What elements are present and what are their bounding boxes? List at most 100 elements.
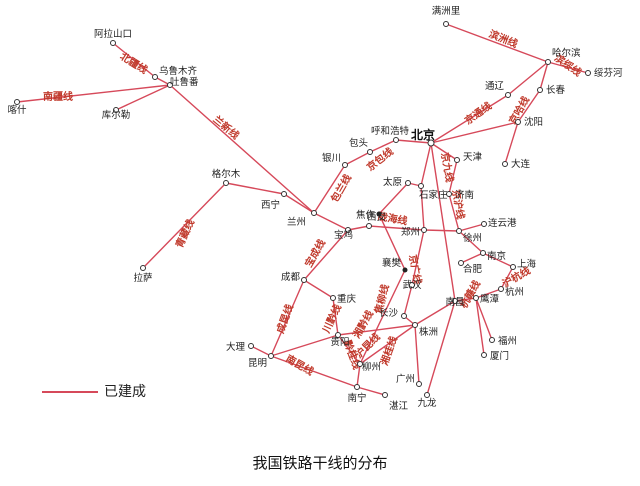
city-kuerle: 库尔勒 [102, 107, 130, 121]
city-dot [354, 384, 360, 390]
city-shijiazhuang: 石家庄 [418, 183, 448, 201]
city-yingtan: 鹰潭 [473, 293, 500, 305]
city-dot [382, 392, 388, 398]
city-dot [14, 99, 20, 105]
city-label: 格尔木 [212, 168, 241, 180]
city-dalian: 大连 [502, 158, 531, 170]
line-label-jingbao: 京包线 [364, 145, 396, 174]
city-xining: 西宁 [261, 191, 287, 211]
city-lianyungang: 连云港 [481, 217, 517, 229]
city-dot [424, 392, 430, 398]
city-label: 济南 [455, 189, 474, 201]
city-dot [152, 74, 158, 80]
city-xuzhou: 徐州 [456, 228, 482, 244]
city-label: 天津 [463, 152, 483, 163]
city-huhehaote: 呼和浩特 [371, 125, 409, 143]
city-dot [481, 221, 487, 227]
city-dot [268, 353, 274, 359]
city-label: 满洲里 [432, 6, 461, 17]
line-labels: 滨洲线滨绥线京哈线北疆线南疆线兰新线青藏线京包线包兰线京通线京九线京广线京沪线陇… [43, 27, 584, 378]
city-kunming: 昆明 [248, 353, 274, 369]
rail-segment [115, 84, 171, 111]
city-dot [311, 210, 317, 216]
city-label: 焦作 [356, 209, 376, 221]
city-dot [167, 82, 173, 88]
city-dot [412, 322, 418, 328]
city-label: 西安 [367, 211, 386, 223]
city-zhengzhou: 郑州 [401, 226, 427, 238]
city-dot [446, 191, 452, 197]
city-label: 南宁 [347, 392, 366, 404]
city-harbin: 哈尔滨 [545, 47, 581, 65]
line-label-beijiang: 北疆线 [118, 50, 150, 77]
city-label: 九龙 [417, 397, 437, 409]
city-yinchuan: 银川 [322, 152, 348, 168]
city-dot [480, 250, 486, 256]
city-guiyang: 贵阳 [330, 332, 350, 348]
city-zhuzhou: 株洲 [412, 322, 438, 338]
city-label: 湛江 [389, 401, 409, 412]
city-nanning: 南宁 [347, 384, 367, 404]
city-dot [393, 137, 399, 143]
line-label-chengkun: 成昆线 [273, 302, 295, 335]
rail-segment [250, 345, 272, 357]
city-label: 北京 [411, 127, 435, 142]
city-label: 大连 [511, 158, 531, 170]
city-dot [515, 119, 521, 125]
city-dali: 大理 [226, 341, 254, 353]
city-label: 重庆 [337, 293, 357, 305]
city-label: 昆明 [248, 358, 267, 369]
city-label: 大理 [226, 341, 246, 353]
city-guangzhou: 广州 [396, 373, 422, 387]
city-dot [456, 228, 462, 234]
city-xiangfan: 襄樊 [382, 257, 408, 273]
city-dot [335, 332, 341, 338]
city-label: 喀什 [7, 104, 27, 116]
city-dot [505, 92, 511, 98]
city-dot [140, 265, 146, 271]
city-markers: 满洲里哈尔滨绥芬河长春沈阳大连通辽北京天津济南呼和浩特包头银川太原石家庄焦作郑州… [7, 6, 623, 412]
city-tongliao: 通辽 [485, 80, 511, 98]
rail-segment [270, 324, 416, 388]
city-dot [409, 282, 415, 288]
city-dot [367, 149, 373, 155]
city-dot [281, 191, 287, 197]
city-label: 宝鸡 [334, 229, 353, 241]
city-changsha: 长沙 [379, 307, 407, 319]
city-label: 合肥 [463, 263, 483, 275]
rail-segment [504, 121, 519, 165]
city-label: 吐鲁番 [170, 76, 199, 88]
city-dot [454, 157, 460, 163]
city-dot [427, 139, 435, 147]
city-label: 哈尔滨 [552, 47, 581, 59]
city-dot [545, 59, 551, 65]
city-dot [510, 264, 516, 270]
city-label: 南京 [487, 250, 506, 262]
city-label: 乌鲁木齐 [159, 65, 198, 77]
city-chengdu: 成都 [281, 271, 307, 283]
city-label: 郑州 [401, 226, 420, 238]
city-label: 武汉 [402, 279, 422, 291]
rail-segment [169, 84, 315, 214]
city-alashankou: 阿拉山口 [94, 28, 132, 46]
city-nanjing: 南京 [480, 250, 506, 262]
city-label: 柳州 [362, 361, 381, 373]
city-dot [452, 298, 458, 304]
city-taiyuan: 太原 [383, 176, 411, 188]
city-label: 连云港 [488, 217, 517, 229]
city-label: 上海 [517, 258, 537, 270]
city-label: 成都 [281, 271, 301, 283]
city-label: 石家庄 [419, 189, 448, 201]
line-label-jingjing: 京九线 [438, 151, 456, 183]
line-label-lanxin: 兰新线 [211, 113, 242, 142]
city-shenyang: 沈阳 [515, 116, 543, 128]
city-hefei: 合肥 [458, 260, 483, 275]
city-geermu: 格尔木 [212, 168, 241, 186]
city-dot [113, 107, 119, 113]
city-liuzhou: 柳州 [357, 361, 381, 373]
city-label: 南昌 [445, 296, 464, 308]
city-changchun: 长春 [537, 84, 566, 96]
city-dot [416, 381, 422, 387]
city-dot [366, 223, 372, 229]
city-beijing: 北京 [411, 127, 435, 147]
